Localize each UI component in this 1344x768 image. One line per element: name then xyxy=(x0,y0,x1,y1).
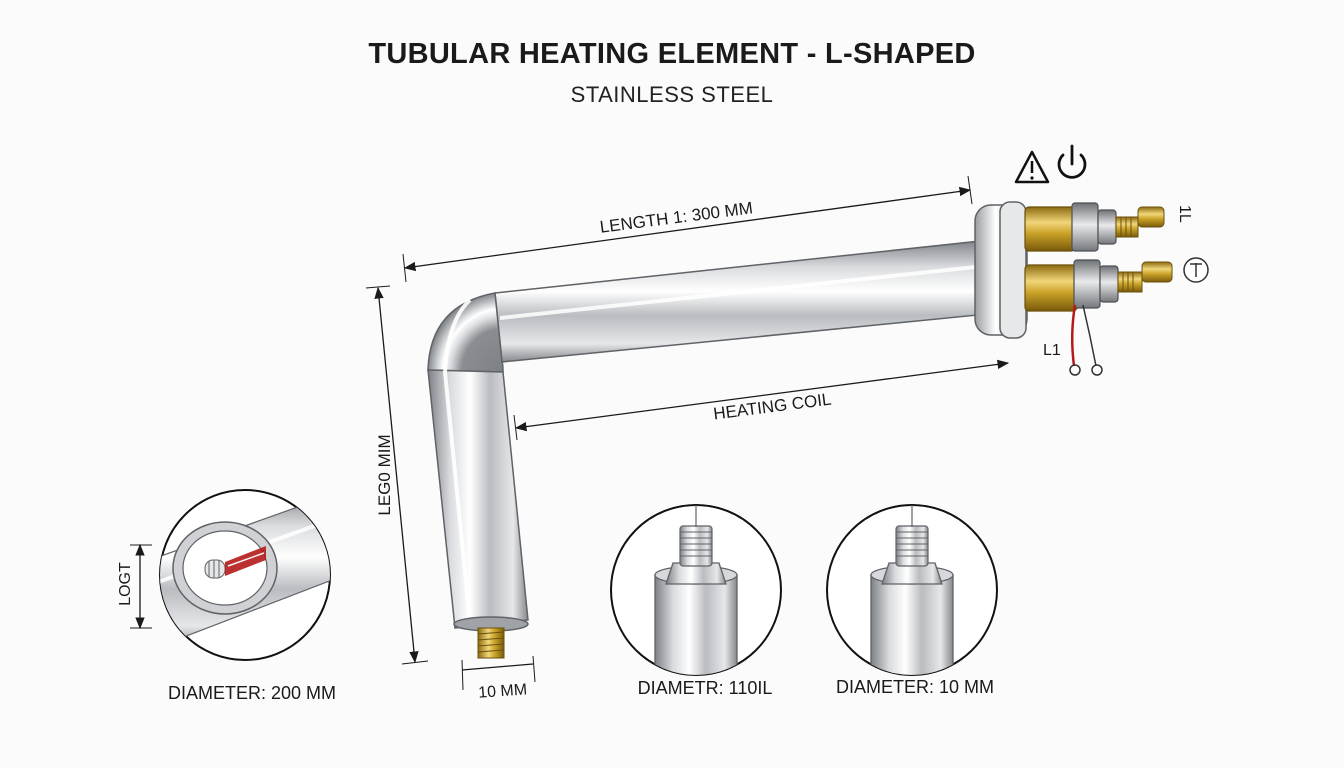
dimension-length-side: LEG0 MIM xyxy=(365,285,429,665)
diagram-title: TUBULAR HEATING ELEMENT - L-SHAPED xyxy=(368,38,976,70)
left-detail-caption: DIAMETER: 200 MM xyxy=(168,683,336,703)
terminal-top-label: 1L xyxy=(1176,205,1193,223)
diagram-subtitle: STAINLESS STEEL xyxy=(570,82,774,107)
detail-terminal-stud-1 xyxy=(610,504,782,676)
dimension-heating-coil: HEATING COIL xyxy=(513,359,1010,441)
dimension-bottom-width: 10 MM xyxy=(461,655,536,702)
detail-terminal-stud-2 xyxy=(826,504,998,676)
terminal-head xyxy=(974,201,1173,376)
terminal-lower-label: L1 xyxy=(1043,342,1061,359)
power-icon xyxy=(1057,144,1087,179)
dimension-left-side: LOGT xyxy=(117,543,152,630)
detail-cross-section xyxy=(159,489,331,661)
bottom-width-label: 10 MM xyxy=(478,681,528,701)
length-side-label: LEG0 MIM xyxy=(375,434,394,515)
middle-detail-caption: DIAMETR: 110IL xyxy=(638,678,773,698)
warning-icon xyxy=(1014,150,1050,184)
right-detail-caption: DIAMETER: 10 MM xyxy=(836,677,994,697)
left-side-label: LOGT xyxy=(117,562,134,606)
ground-symbol-icon xyxy=(1183,257,1209,283)
